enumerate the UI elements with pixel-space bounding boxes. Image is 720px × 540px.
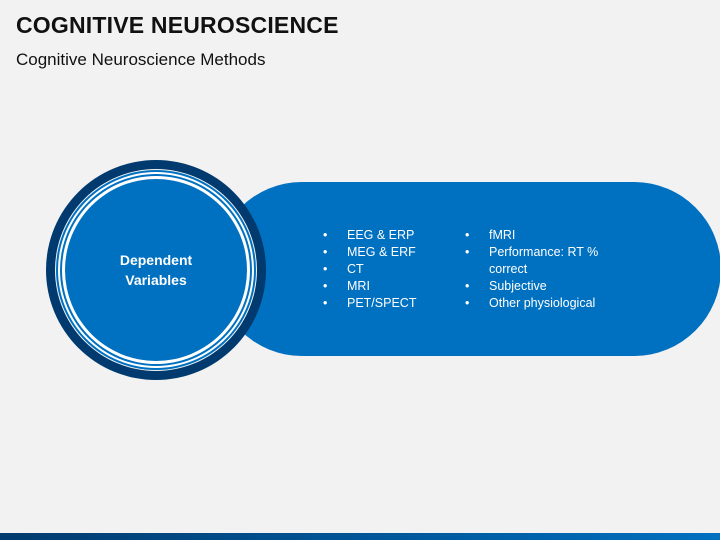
bullet-icon: • (323, 262, 328, 276)
list-item: •MEG & ERF (323, 245, 416, 259)
bullet-list-left: •EEG & ERP •MEG & ERF •CT •MRI •PET/SPEC… (321, 227, 451, 312)
circle-label-line-2: Variables (125, 272, 187, 288)
bottom-accent-bar (0, 533, 720, 540)
list-item: •Performance: RT % correct (465, 245, 599, 276)
content-pill (215, 182, 720, 356)
bullet-icon: • (323, 279, 328, 293)
bullet-icon: • (465, 296, 470, 310)
circle-label-line-1: Dependent (119, 252, 193, 268)
slide-title: COGNITIVE NEUROSCIENCE (16, 12, 339, 38)
bullet-icon: • (323, 228, 328, 242)
slide-subtitle: Cognitive Neuroscience Methods (16, 50, 266, 69)
bullet-icon: • (465, 228, 470, 242)
center-circle (65, 179, 247, 361)
list-item: •Subjective (465, 279, 547, 293)
bullet-icon: • (323, 245, 328, 259)
bullet-icon: • (323, 296, 328, 310)
bullet-icon: • (465, 279, 470, 293)
list-item: •CT (323, 262, 364, 276)
list-item: •PET/SPECT (323, 296, 417, 310)
circle-label: Dependent Variables (65, 250, 247, 290)
list-item: •fMRI (465, 228, 516, 242)
list-item: •EEG & ERP (323, 228, 415, 242)
bullet-icon: • (465, 245, 470, 259)
bullet-list-right: •fMRI •Performance: RT % correct •Subjec… (463, 227, 608, 312)
list-item: •Other physiological (465, 296, 596, 310)
list-item: •MRI (323, 279, 370, 293)
